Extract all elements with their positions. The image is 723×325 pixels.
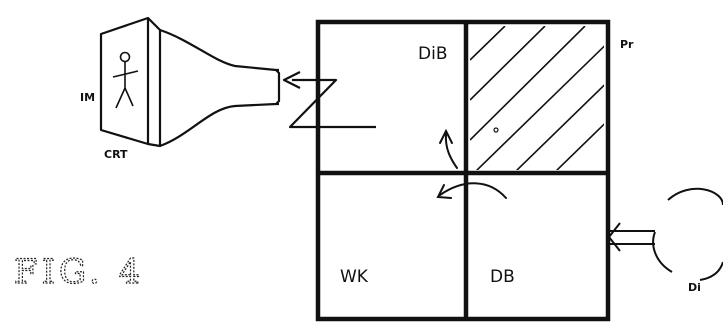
processor-box bbox=[315, 19, 611, 322]
transfer-arrows bbox=[436, 128, 507, 199]
crt-funnel bbox=[159, 28, 281, 148]
hatched-quadrant-dot bbox=[493, 127, 499, 133]
disk-label: Di bbox=[688, 281, 701, 294]
quadrant-label-dib: DiB bbox=[418, 44, 447, 64]
hatched-quadrant bbox=[470, 26, 604, 170]
processor-corner-label: Pr bbox=[620, 38, 634, 51]
disk-icon bbox=[652, 187, 723, 281]
crt-screen-depth bbox=[147, 17, 162, 148]
display-connection bbox=[282, 71, 376, 129]
figure-caption: FIG. 4 bbox=[14, 252, 144, 292]
arrow-head-icon bbox=[282, 71, 301, 89]
arrow-into-processor-icon bbox=[607, 222, 621, 252]
processor-outline bbox=[315, 19, 611, 322]
crt-monitor bbox=[99, 16, 281, 148]
crt-side-label: IM bbox=[80, 91, 95, 104]
disk-connection bbox=[607, 187, 723, 281]
quadrant-label-wk: WK bbox=[340, 267, 369, 287]
stick-figure-icon bbox=[112, 51, 139, 109]
arrow-up-icon bbox=[439, 128, 453, 144]
quadrant-label-db: DB bbox=[490, 267, 515, 287]
crt-neck bbox=[276, 68, 279, 106]
crt-label: CRT bbox=[104, 148, 128, 161]
arrow-left-icon bbox=[436, 184, 452, 199]
